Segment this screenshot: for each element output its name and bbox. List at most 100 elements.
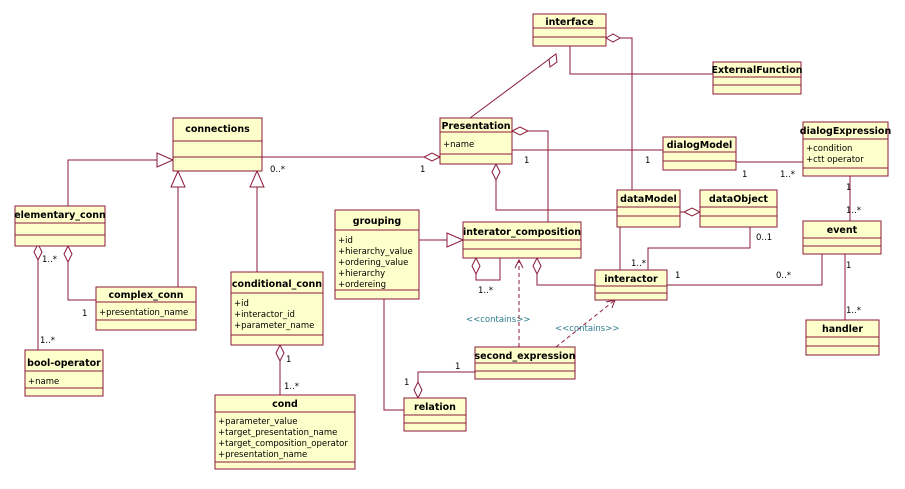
- class-name: cond: [272, 399, 298, 410]
- mult-label: 1..*: [846, 206, 861, 216]
- edges: [33, 33, 851, 411]
- generalization-conditional: [249, 169, 265, 188]
- class-dialogmodel[interactable]: dialogModel: [662, 136, 737, 171]
- generalization-elementary: [156, 152, 175, 168]
- mult-label: 1: [524, 156, 529, 166]
- class-attr: +name: [28, 377, 59, 387]
- stereotype-contains-left: <<contains>>: [466, 315, 530, 325]
- class-name: elementary_conn: [14, 210, 106, 221]
- class-name: event: [827, 225, 858, 236]
- mult-label: 1: [645, 156, 650, 166]
- diamond-elementary-bool: [33, 242, 43, 262]
- stereotype-contains-right: <<contains>>: [555, 324, 619, 334]
- class-second-expression[interactable]: second_expression: [474, 346, 576, 380]
- mult-label: 1: [82, 309, 87, 319]
- class-attr: +parameter_name: [234, 321, 314, 331]
- class-attr: +name: [443, 140, 474, 150]
- class-attr: +parameter_value: [218, 417, 297, 427]
- class-attr: +ctt operator: [806, 155, 864, 165]
- class-grouping[interactable]: grouping +id +hierarchy_value +ordering_…: [334, 209, 420, 300]
- edge-contains-interactor: [555, 299, 616, 348]
- class-attr: +target_composition_operator: [218, 439, 348, 449]
- class-attr: +target_presentation_name: [218, 428, 337, 438]
- class-name: dataObject: [709, 194, 768, 205]
- class-bool-operator[interactable]: bool-operator +name: [24, 349, 104, 397]
- class-name: bool-operator: [27, 358, 101, 369]
- edge-elementary-complex: [67, 262, 96, 301]
- edge-elementary-connections: [67, 159, 157, 206]
- mult-label: 0..*: [270, 165, 285, 175]
- mult-label: 1: [420, 165, 425, 175]
- diamond-dataobject-datamodel: [682, 207, 702, 217]
- class-handler[interactable]: handler: [805, 319, 880, 356]
- mult-label: 1..*: [42, 255, 57, 265]
- mult-label: 1..*: [40, 336, 55, 346]
- class-complex-conn[interactable]: complex_conn +presentation_name: [95, 286, 197, 331]
- class-name: connections: [185, 124, 250, 135]
- class-name: complex_conn: [108, 290, 183, 301]
- edge-dataobject-interactor: [647, 227, 751, 270]
- class-attr: +ordering_value: [338, 258, 408, 268]
- class-interactor[interactable]: interactor: [594, 269, 668, 301]
- class-name: grouping: [353, 216, 401, 227]
- mult-label: 0..1: [756, 233, 772, 243]
- mult-label: 1..*: [780, 170, 795, 180]
- diamond-conditional-cond: [275, 343, 285, 363]
- edge-presentation-interface: [469, 53, 557, 119]
- class-relation[interactable]: relation: [403, 397, 467, 432]
- class-attr: +id: [338, 236, 353, 246]
- class-dataobject[interactable]: dataObject: [699, 189, 778, 228]
- class-attr: +interactor_id: [234, 310, 295, 320]
- arrow-contains-composition: [514, 258, 524, 269]
- class-name: interface: [545, 17, 593, 28]
- diamond-elementary-complex: [63, 244, 73, 264]
- class-attr: +ordereing: [338, 280, 386, 290]
- mult-label: 1: [404, 378, 409, 388]
- class-name: dataModel: [620, 194, 677, 205]
- class-dialogexpression[interactable]: dialogExpression +condition +ctt operato…: [800, 121, 892, 177]
- diamond-interface-datamodel: [604, 33, 622, 43]
- mult-label: 1: [675, 271, 680, 281]
- generalization-complex: [170, 169, 186, 188]
- class-presentation[interactable]: Presentation +name: [439, 117, 513, 165]
- class-event[interactable]: event: [802, 220, 882, 255]
- class-name: Presentation: [442, 121, 511, 132]
- diamond-relation-second: [413, 380, 423, 400]
- class-attr: +presentation_name: [218, 450, 307, 460]
- class-attr: +presentation_name: [99, 308, 188, 318]
- class-cond[interactable]: cond +parameter_value +target_presentati…: [214, 394, 356, 470]
- class-elementary-conn[interactable]: elementary_conn: [14, 205, 106, 247]
- class-name: ExternalFunction: [712, 65, 803, 76]
- class-interator-composition[interactable]: interator_composition: [462, 221, 582, 259]
- class-attr: +hierarchy_value: [338, 247, 413, 257]
- class-datamodel[interactable]: dataModel: [616, 189, 681, 228]
- edge-grouping-relation: [383, 299, 404, 411]
- diamond-interface-presentation: [548, 53, 558, 68]
- class-connections[interactable]: connections: [172, 117, 263, 172]
- diamond-presentation-connections: [422, 152, 442, 162]
- class-externalfunction[interactable]: ExternalFunction: [712, 61, 803, 95]
- class-name: dialogModel: [667, 140, 733, 151]
- mult-label: 1: [742, 170, 747, 180]
- mult-label: 1..*: [478, 286, 493, 296]
- class-name: interator_composition: [463, 227, 581, 238]
- mult-label: 1..*: [284, 382, 299, 392]
- edge-interface-datamodel: [606, 37, 633, 190]
- class-attr: +hierarchy: [338, 269, 385, 279]
- class-name: conditional_conn: [232, 279, 322, 290]
- edge-interactor-event: [667, 254, 823, 286]
- class-name: second_expression: [475, 351, 576, 362]
- edge-presentation-composition: [528, 130, 549, 222]
- mult-label: 1: [846, 261, 851, 271]
- mult-label: 0..*: [776, 271, 791, 281]
- class-name: relation: [414, 402, 456, 413]
- class-attr: +id: [234, 299, 249, 309]
- mult-label: 1..*: [631, 259, 646, 269]
- edge-composition-interactor: [536, 274, 595, 286]
- mult-label: 1: [455, 362, 460, 372]
- class-conditional-conn[interactable]: conditional_conn +id +interactor_id +par…: [230, 271, 324, 346]
- edge-interface-externalfunction: [569, 46, 713, 75]
- class-interface[interactable]: interface: [532, 13, 607, 47]
- mult-label: 1..*: [846, 306, 861, 316]
- class-name: handler: [822, 324, 863, 335]
